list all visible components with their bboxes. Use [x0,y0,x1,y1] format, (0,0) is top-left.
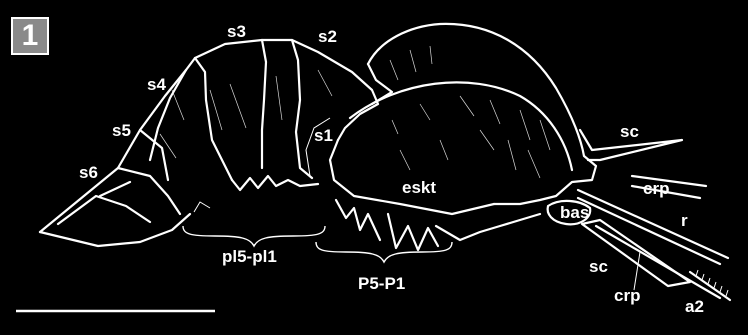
label-s2: s2 [318,27,337,46]
label-r: r [681,211,688,230]
label-sc-top: sc [620,122,639,141]
label-s4: s4 [147,75,166,94]
label-eskt: eskt [402,178,436,197]
label-bas: bas [560,203,589,222]
label-a2: a2 [685,297,704,316]
pereopod-brace [316,242,452,262]
label-s1: s1 [314,126,333,145]
label-pl5-pl1: pl5-pl1 [222,247,277,266]
pleopod-brace [183,226,325,246]
carapace-outline [330,24,596,214]
label-s6: s6 [79,163,98,182]
label-p5-p1: P5-P1 [358,274,405,293]
label-s5: s5 [112,121,131,140]
label-crp-top: crp [643,179,669,198]
label-crp-bottom: crp [614,286,640,305]
label-s3: s3 [227,22,246,41]
label-sc-bottom: sc [589,257,608,276]
